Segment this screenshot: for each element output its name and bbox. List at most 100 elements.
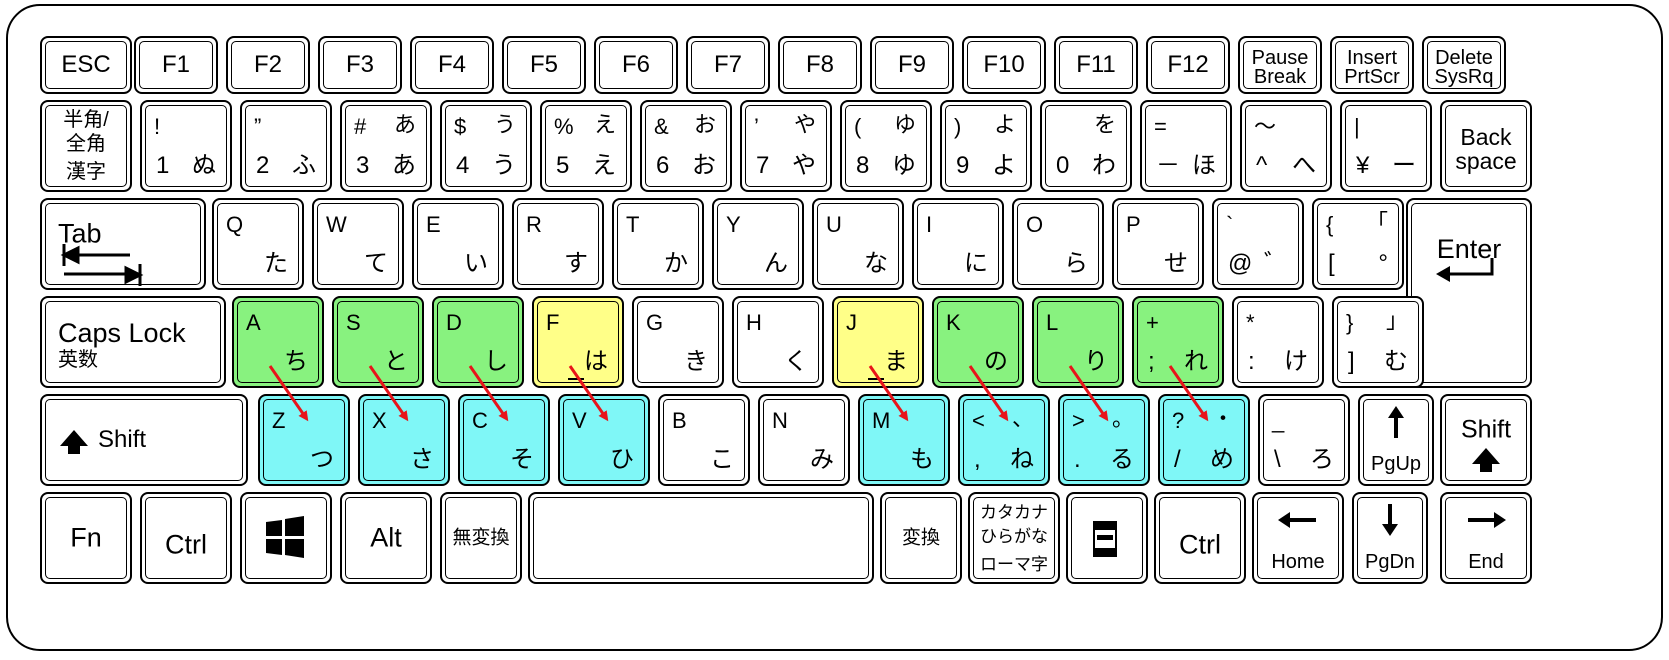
key-hankaku[interactable]: 半角/全角漢字 [40, 100, 132, 192]
key-rbracket[interactable]: }」]む [1332, 296, 1424, 388]
key-face [637, 301, 719, 383]
arrow-left-icon [1278, 512, 1316, 528]
key-legend-tl: L [1046, 310, 1059, 335]
key-lctrl[interactable]: Ctrl [140, 492, 232, 584]
key-f1[interactable]: F1 [134, 36, 218, 94]
key-f8[interactable]: F8 [778, 36, 862, 94]
key-win[interactable] [240, 492, 332, 584]
key-legend-br: あ [392, 152, 416, 179]
key-legend-bl: ] [1348, 348, 1355, 375]
key-legend-tr: 、 [1011, 406, 1034, 431]
key-f7[interactable]: F7 [686, 36, 770, 94]
key-bracket[interactable]: {「[° [1312, 198, 1404, 290]
key-legend-br: て [364, 250, 388, 277]
key-end[interactable]: End [1440, 492, 1532, 584]
menu-key-icon [1093, 521, 1117, 557]
key-home[interactable]: Home [1252, 492, 1344, 584]
key-face [1345, 105, 1427, 187]
key-f11[interactable]: F11 [1054, 36, 1138, 94]
key-legend-tl: ` [1226, 212, 1234, 237]
key-colon[interactable]: *:け [1232, 296, 1324, 388]
key-comma[interactable]: <、,ね [958, 394, 1050, 486]
key-f4[interactable]: F4 [410, 36, 494, 94]
key-legend-tl: Y [726, 212, 741, 237]
key-face [783, 41, 857, 89]
key-f5[interactable]: F5 [502, 36, 586, 94]
key-period[interactable]: >。.る [1058, 394, 1150, 486]
key-f10[interactable]: F10 [962, 36, 1046, 94]
key-minus[interactable]: =－ほ [1140, 100, 1232, 192]
key-semicolon[interactable]: +;れ [1132, 296, 1224, 388]
key-face [245, 105, 327, 187]
key-rctrl[interactable]: Ctrl [1154, 492, 1246, 584]
key-f12[interactable]: F12 [1146, 36, 1230, 94]
key-fn[interactable]: Fn [40, 492, 132, 584]
key-legend-bl: ¥ [1356, 152, 1370, 179]
key-yen[interactable]: |¥ー [1340, 100, 1432, 192]
key-f6[interactable]: F6 [594, 36, 678, 94]
key-label-l3: ローマ字 [980, 555, 1048, 574]
key-face [45, 301, 221, 383]
key-alt[interactable]: Alt [340, 492, 432, 584]
key-label: Shift [98, 426, 147, 453]
key-caret[interactable]: ～^へ [1240, 100, 1332, 192]
key-esc[interactable]: ESC [40, 36, 132, 94]
key-legend-br: と [384, 348, 408, 375]
key-at[interactable]: `@゛ [1212, 198, 1304, 290]
key-space[interactable] [528, 492, 874, 584]
key-backslash[interactable]: _\ろ [1258, 394, 1350, 486]
key-henkan[interactable]: 変換 [880, 492, 962, 584]
key-f3[interactable]: F3 [318, 36, 402, 94]
key-enter[interactable]: Enter [1406, 198, 1532, 388]
key-kana[interactable]: カタカナひらがなローマ字 [968, 492, 1060, 584]
key-legend-tr: ・ [1211, 406, 1234, 431]
key-f9[interactable]: F9 [870, 36, 954, 94]
key-muhenkan[interactable]: 無変換 [440, 492, 522, 584]
key-legend-tl: { [1326, 212, 1334, 237]
key-slash[interactable]: ?・/め [1158, 394, 1250, 486]
key-label: F11 [1076, 51, 1116, 78]
key-f2[interactable]: F2 [226, 36, 310, 94]
